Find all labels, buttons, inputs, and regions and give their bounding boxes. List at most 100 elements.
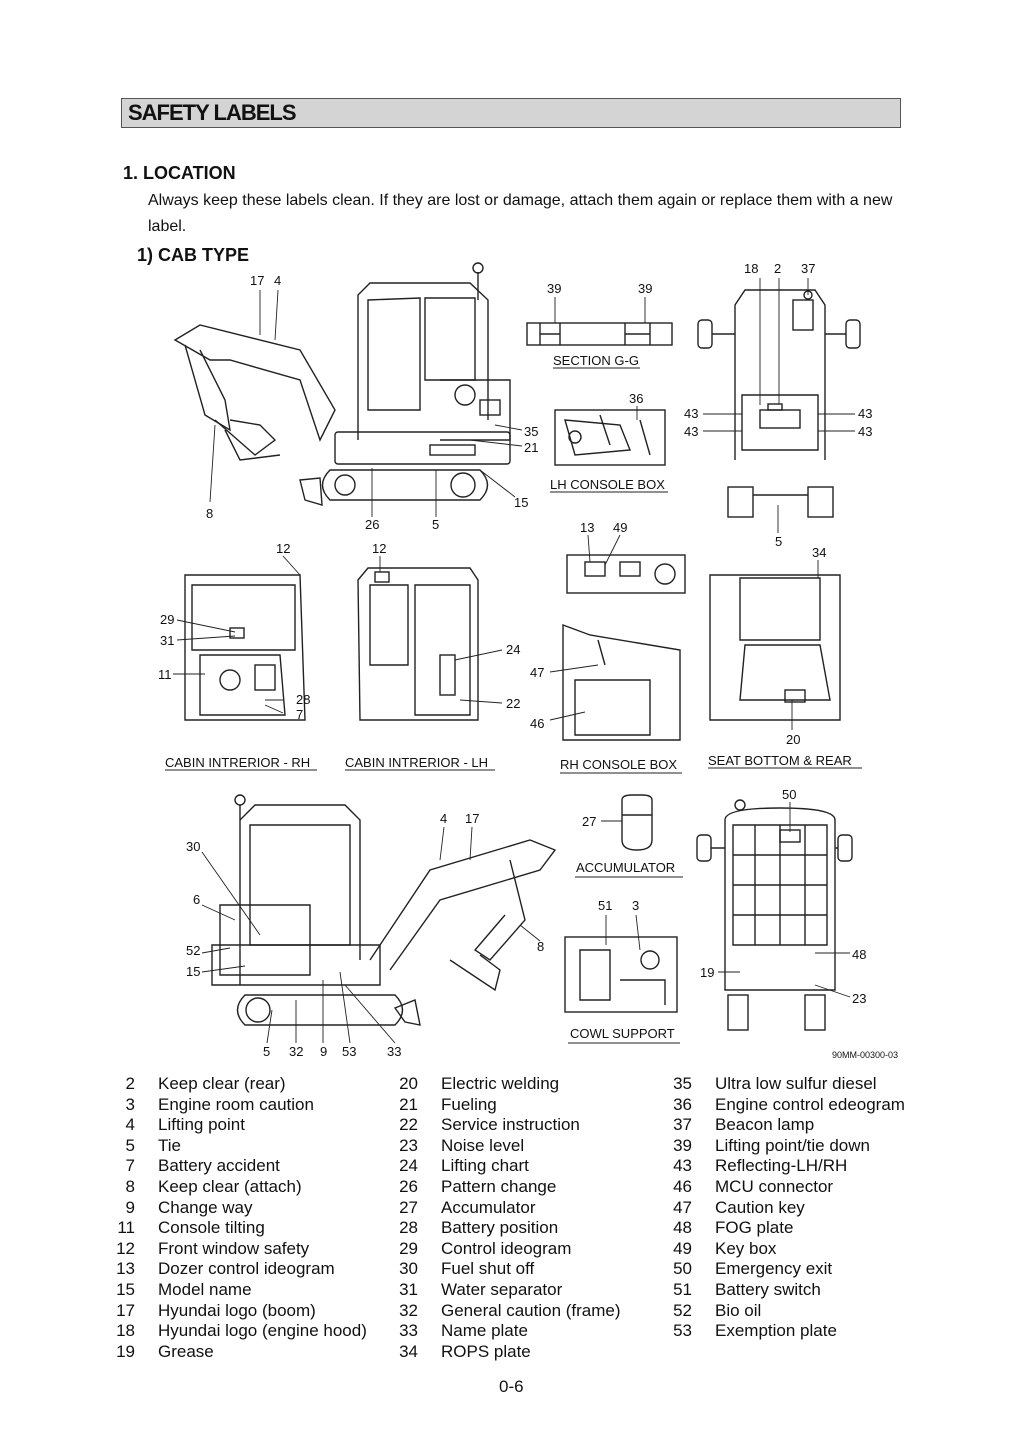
legend-item-number: 22 xyxy=(399,1115,418,1135)
legend-item-number: 48 xyxy=(673,1218,692,1238)
callout-leaders-view-h xyxy=(708,560,862,769)
callout: 52 xyxy=(186,943,200,958)
caption-rh-console-box: RH CONSOLE BOX xyxy=(560,757,677,772)
legend-item-label: ROPS plate xyxy=(441,1341,531,1361)
callout: 50 xyxy=(782,787,796,802)
legend-item: 21 Fueling xyxy=(389,1095,621,1116)
callout: 46 xyxy=(530,716,544,731)
callout: 43 xyxy=(858,424,872,439)
cabin-interior-lh-view xyxy=(357,567,479,721)
legend-item-label: Caution key xyxy=(715,1197,805,1217)
legend-item-number: 27 xyxy=(399,1197,418,1217)
legend-item-number: 8 xyxy=(125,1176,135,1196)
callout: 47 xyxy=(530,665,544,680)
caption-cowl-support: COWL SUPPORT xyxy=(570,1026,675,1041)
callout: 53 xyxy=(342,1044,356,1059)
callout: 43 xyxy=(684,424,698,439)
legend-item-number: 21 xyxy=(399,1094,418,1114)
callout: 43 xyxy=(858,406,872,421)
legend-item-label: Lifting point xyxy=(158,1115,245,1135)
callout: 12 xyxy=(276,541,290,556)
legend-item-label: Accumulator xyxy=(441,1197,536,1217)
legend-item-label: Hyundai logo (boom) xyxy=(158,1300,316,1320)
caption-seat-bottom-rear: SEAT BOTTOM & REAR xyxy=(708,753,852,768)
legend-item-label: Exemption plate xyxy=(715,1321,837,1341)
legend-item-label: Console tilting xyxy=(158,1218,265,1238)
legend-item-number: 33 xyxy=(399,1321,418,1341)
callout: 37 xyxy=(801,261,815,276)
excavator-side-view-left xyxy=(211,794,557,1026)
callout: 51 xyxy=(598,898,612,913)
legend-item-label: Key box xyxy=(715,1238,777,1258)
callout: 8 xyxy=(206,506,213,521)
legend-item-number: 2 xyxy=(125,1074,135,1093)
legend-item-label: Pattern change xyxy=(441,1176,557,1196)
legend-item-number: 49 xyxy=(673,1238,692,1258)
callout: 5 xyxy=(432,517,439,532)
callout: 39 xyxy=(638,281,652,296)
legend-item-number: 5 xyxy=(125,1135,135,1155)
excavator-side-view-right xyxy=(173,262,511,506)
legend-item: 27 Accumulator xyxy=(389,1198,621,1219)
callout: 9 xyxy=(320,1044,327,1059)
callout-leaders-view-i xyxy=(201,826,541,1044)
legend-item-label: Lifting chart xyxy=(441,1156,529,1176)
legend-item-label: Grease xyxy=(158,1341,214,1361)
legend-item: 22 Service instruction xyxy=(389,1115,621,1136)
legend-item-number: 23 xyxy=(399,1135,418,1155)
callout: 27 xyxy=(582,814,596,829)
legend-item-label: Ultra low sulfur diesel xyxy=(715,1074,877,1093)
callout: 5 xyxy=(775,534,782,549)
callout: 3 xyxy=(632,898,639,913)
legend-item-label: Engine room caution xyxy=(158,1094,314,1114)
callout-leaders-view-g xyxy=(549,534,682,774)
legend-item-label: Dozer control ideogram xyxy=(158,1259,335,1279)
intro-paragraph: Always keep these labels clean. If they … xyxy=(148,192,893,235)
callout: 17 xyxy=(465,811,479,826)
legend-item-number: 35 xyxy=(673,1074,692,1093)
cabin-interior-rh-view xyxy=(184,574,306,721)
legend-item-label: Fueling xyxy=(441,1094,497,1114)
callout-leaders-view-e xyxy=(165,555,317,771)
legend-item: 33 Name plate xyxy=(389,1321,621,1342)
callout: 49 xyxy=(613,520,627,535)
legend-item-label: Electric welding xyxy=(441,1074,560,1093)
callout-leaders-view-l xyxy=(718,802,851,998)
callout: 11 xyxy=(158,667,172,682)
legend-item-number: 4 xyxy=(125,1115,135,1135)
callout: 13 xyxy=(580,520,594,535)
legend-item-number: 18 xyxy=(116,1321,135,1341)
callout: 4 xyxy=(274,273,281,288)
legend-item-number: 26 xyxy=(399,1176,418,1196)
legend-item-number: 28 xyxy=(399,1218,418,1238)
callout: 39 xyxy=(547,281,561,296)
caption-accumulator: ACCUMULATOR xyxy=(576,860,675,875)
legend-item-label: Service instruction xyxy=(441,1115,580,1135)
caption-cabin-interior-rh: CABIN INTRERIOR - RH xyxy=(165,755,310,770)
legend-item-label: Lifting point/tie down xyxy=(715,1135,870,1155)
legend-item-label: Name plate xyxy=(441,1321,528,1341)
legend-item-label: Battery accident xyxy=(158,1156,280,1176)
callout: 26 xyxy=(365,517,379,532)
rear-view xyxy=(697,289,861,518)
callout-numbers: 17 4 35 21 15 8 26 5 39 39 SECTION G-G 3… xyxy=(158,261,898,1060)
legend-item-label: Bio oil xyxy=(715,1300,762,1320)
callout: 12 xyxy=(372,541,386,556)
legend-item-label: General caution (frame) xyxy=(441,1300,621,1320)
legend-item: 4 Lifting point xyxy=(104,1115,367,1136)
